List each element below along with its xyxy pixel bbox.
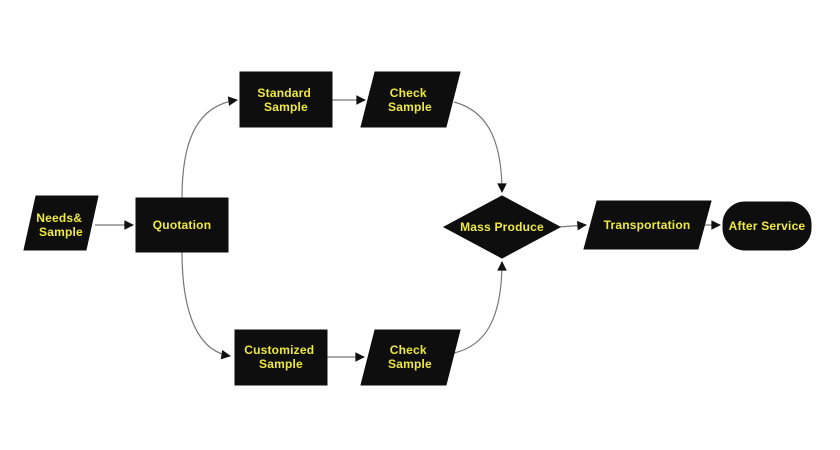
- check-sample-bottom-label: Check Sample: [388, 343, 432, 371]
- node-customized-sample: Customized Sample: [234, 329, 328, 386]
- needs-sample-shape: [23, 195, 99, 251]
- node-quotation: Quotation: [135, 197, 229, 253]
- standard-sample-label: Standard Sample: [257, 86, 314, 114]
- standard-sample-shape: [239, 71, 333, 128]
- node-standard-sample: Standard Sample: [239, 71, 333, 128]
- edge-check-sample-top-to-mass-produce: [453, 101, 507, 193]
- customized-sample-shape: [234, 329, 328, 386]
- mass-produce-label: Mass Produce: [460, 220, 544, 234]
- transportation-shape: [583, 200, 712, 250]
- mass-produce-shape: [442, 195, 562, 259]
- quotation-shape: [135, 197, 229, 253]
- edge-quotation-to-standard-sample: [181, 96, 238, 199]
- check-sample-top-shape: [360, 71, 461, 128]
- edge-mass-produce-to-transportation: [558, 220, 587, 231]
- customized-sample-label: Customized Sample: [244, 343, 318, 371]
- check-sample-top-label: Check Sample: [388, 86, 432, 114]
- node-check-sample-bottom: Check Sample: [360, 329, 461, 386]
- node-after-service: After Service: [722, 201, 812, 251]
- needs-sample-label: Needs& Sample: [36, 211, 85, 239]
- quotation-label: Quotation: [153, 218, 211, 232]
- edge-check-sample-bottom-to-mass-produce: [453, 261, 507, 354]
- node-transportation: Transportation: [583, 200, 712, 250]
- transportation-label: Transportation: [604, 218, 691, 232]
- node-mass-produce: Mass Produce: [442, 195, 562, 259]
- after-service-shape: [722, 201, 812, 251]
- node-check-sample-top: Check Sample: [360, 71, 461, 128]
- edge-quotation-to-customized-sample: [181, 251, 231, 360]
- edges: [95, 95, 721, 362]
- node-needs-sample: Needs& Sample: [23, 195, 99, 251]
- after-service-label: After Service: [729, 219, 806, 233]
- check-sample-bottom-shape: [360, 329, 461, 386]
